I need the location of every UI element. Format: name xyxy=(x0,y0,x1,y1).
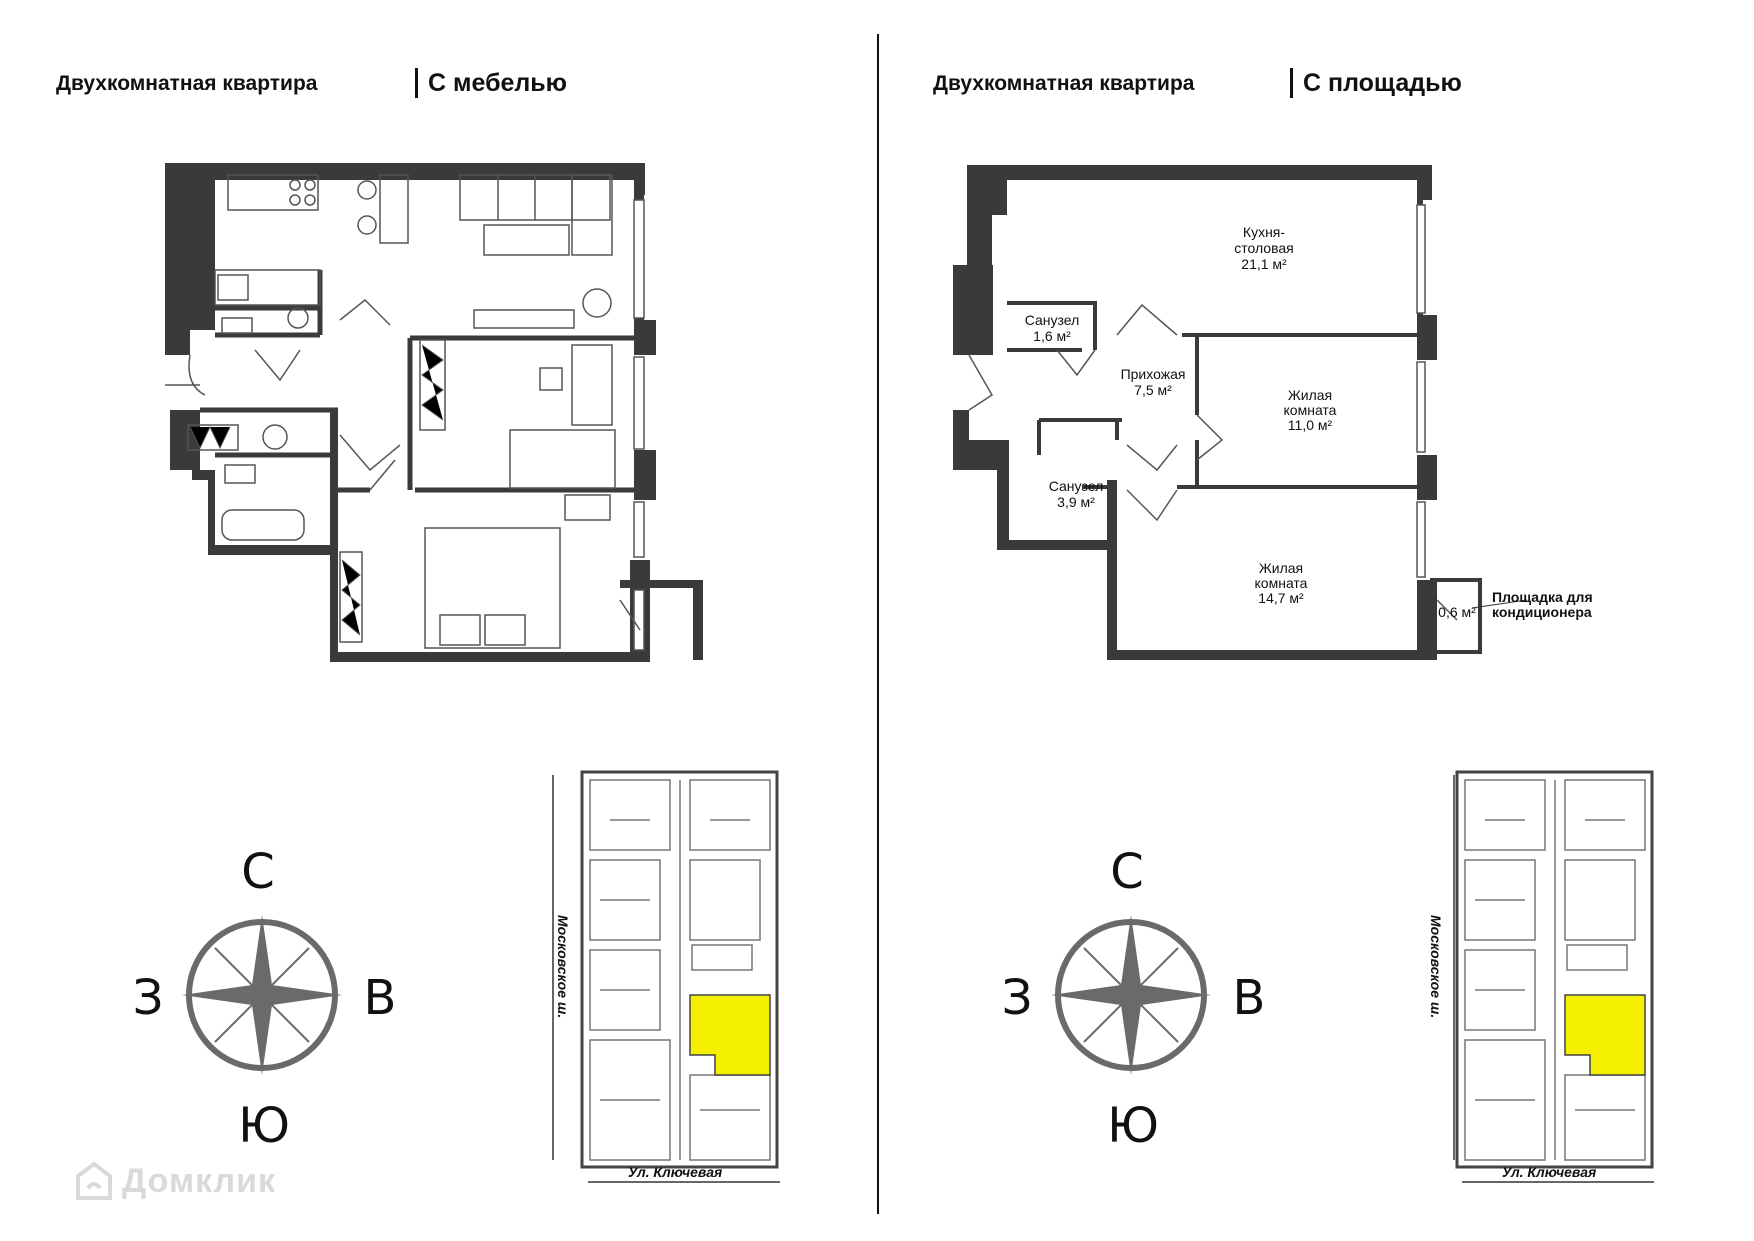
room-wc1-name: Санузел xyxy=(1025,312,1080,328)
site-plan xyxy=(552,770,780,1183)
ac-platform-area: 0,6 м² xyxy=(1438,604,1476,620)
panel-title: Двухкомнатная квартира xyxy=(56,72,318,95)
furnished-floor-plan: С Ю З В Московское ш. Ул. Ключевая xyxy=(133,163,780,1183)
street-bottom-label: Ул. Ключевая xyxy=(1502,1164,1596,1180)
street-side-label: Московское ш. xyxy=(1428,915,1444,1018)
room-wc1-area: 1,6 м² xyxy=(1033,328,1071,344)
compass-north: С xyxy=(241,844,275,900)
ac-platform xyxy=(1430,578,1482,654)
compass-east: В xyxy=(364,970,397,1026)
furniture xyxy=(187,174,616,649)
wardrobes xyxy=(189,344,444,636)
room-bedroom2-area: 14,7 м² xyxy=(1258,590,1304,606)
street-bottom-label: Ул. Ключевая xyxy=(628,1164,722,1180)
room-hall-area: 7,5 м² xyxy=(1134,382,1172,398)
compass-south: Ю xyxy=(238,1098,290,1154)
walls xyxy=(953,165,1437,660)
room-bedroom2-name2: комната xyxy=(1255,575,1308,591)
compass-south: Ю xyxy=(1107,1098,1159,1154)
panel-subtitle: С мебелью xyxy=(415,68,567,98)
room-bedroom1-name2: комната xyxy=(1284,402,1337,418)
door-swings xyxy=(968,303,1458,621)
furnished-plan-panel: Двухкомнатная квартира С мебелью xyxy=(56,68,780,1200)
site-plan xyxy=(1453,770,1654,1183)
room-bedroom2-name1: Жилая xyxy=(1259,560,1303,576)
ac-leader-line xyxy=(1471,599,1528,609)
street-side-label: Московское ш. xyxy=(555,915,571,1018)
room-wc2-area: 3,9 м² xyxy=(1057,494,1095,510)
compass-north: С xyxy=(1110,844,1144,900)
domclick-logo-icon xyxy=(76,1161,112,1200)
panel-divider xyxy=(877,34,879,1214)
ac-platform-label1: Площадка для xyxy=(1492,589,1593,605)
area-floor-plan: Кухня- столовая 21,1 м² Санузел 1,6 м² П… xyxy=(953,165,1654,1183)
room-bedroom1-name1: Жилая xyxy=(1288,387,1332,403)
area-plan-panel: Двухкомнатная квартира С площадью xyxy=(877,0,1754,1241)
interior-walls xyxy=(1007,301,1417,489)
room-kitchen-area: 21,1 м² xyxy=(1241,256,1287,272)
panel-title: Двухкомнатная квартира xyxy=(933,72,1195,95)
ac-platform-label2: кондиционера xyxy=(1492,604,1592,620)
room-kitchen-name2: столовая xyxy=(1234,240,1294,256)
windows xyxy=(1416,204,1426,578)
room-bedroom1-area: 11,0 м² xyxy=(1288,417,1333,433)
panel-subtitle: С площадью xyxy=(1290,68,1462,98)
room-hall-name: Прихожая xyxy=(1121,366,1186,382)
room-wc2-name: Санузел xyxy=(1049,478,1104,494)
watermark: Домклик xyxy=(122,1162,277,1200)
compass xyxy=(1051,915,1211,1075)
compass-east: В xyxy=(1233,970,1266,1026)
compass xyxy=(182,915,342,1075)
compass-west: З xyxy=(1002,970,1033,1026)
compass-west: З xyxy=(133,970,164,1026)
room-kitchen-name1: Кухня- xyxy=(1243,224,1285,240)
door-swings xyxy=(165,298,641,631)
interior-walls xyxy=(200,270,634,493)
windows xyxy=(633,199,645,651)
